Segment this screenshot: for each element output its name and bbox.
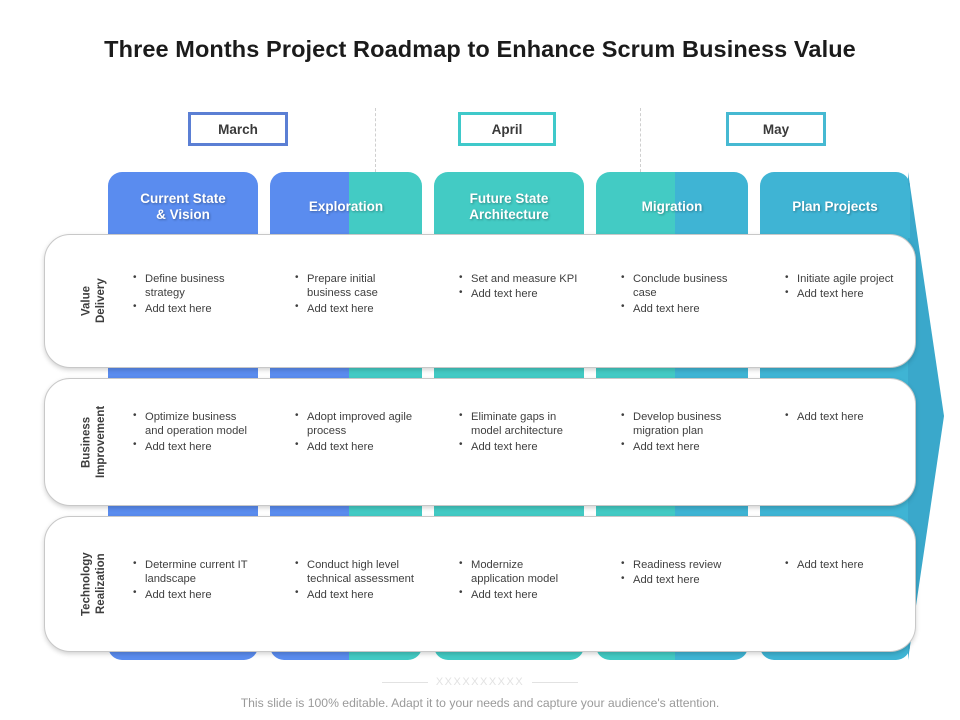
cell-technology-realization-plan-projects: Add text here	[785, 557, 905, 573]
bullet-list: Eliminate gaps in model architectureAdd …	[459, 410, 579, 454]
bullet-item: Add text here	[785, 287, 905, 301]
bullet-item: Add text here	[785, 557, 905, 572]
bullet-item: Set and measure KPI	[459, 271, 579, 286]
month-marker-march[interactable]: March	[188, 112, 288, 146]
phase-header-current-state-vision[interactable]: Current State & Vision	[108, 176, 258, 238]
phase-header-label: Exploration	[308, 198, 384, 214]
bullet-item: Add text here	[295, 439, 417, 454]
cell-value-delivery-current-state-vision: Define business strategyAdd text here	[133, 272, 253, 317]
bullet-list: Add text here	[785, 409, 905, 424]
phase-header-label: Migration	[641, 198, 703, 214]
row-label-business-improvement: Business Improvement	[80, 405, 107, 479]
bullet-list: Conduct high level technical assessmentA…	[295, 558, 417, 602]
footer-rule-left	[381, 681, 428, 683]
cell-value-delivery-migration: Conclude business caseAdd text here	[621, 272, 743, 317]
bullet-item: Conduct high level technical assessment	[295, 558, 417, 587]
bullet-item: Add text here	[621, 301, 743, 316]
bullet-item: Define business strategy	[133, 272, 253, 301]
bullet-list: Develop business migration planAdd text …	[621, 410, 743, 454]
cell-business-improvement-plan-projects: Add text here	[785, 409, 905, 425]
phase-header-future-state-architecture[interactable]: Future State Architecture	[434, 176, 584, 238]
bullet-list: Conclude business caseAdd text here	[621, 272, 743, 316]
bullet-item: Develop business migration plan	[621, 410, 743, 439]
footer-decoration-text: XXXXXXXXXX	[435, 676, 525, 688]
phase-header-label: Plan Projects	[792, 198, 878, 214]
bullet-list: Readiness reviewAdd text here	[621, 557, 743, 588]
bullet-list: Determine current IT landscapeAdd text h…	[133, 558, 253, 602]
bullet-item: Add text here	[459, 587, 579, 602]
bullet-item: Add text here	[621, 573, 743, 587]
cell-technology-realization-migration: Readiness reviewAdd text here	[621, 557, 743, 589]
footer-note: This slide is 100% editable. Adapt it to…	[240, 696, 720, 710]
bullet-item: Modernize application model	[459, 558, 579, 587]
footer-decoration: XXXXXXXXXX	[0, 676, 960, 688]
phase-header-migration[interactable]: Migration	[596, 176, 748, 238]
timeline-divider-april-may	[640, 108, 642, 218]
bullet-item: Determine current IT landscape	[133, 558, 253, 587]
month-marker-may[interactable]: May	[726, 112, 826, 146]
phase-header-exploration[interactable]: Exploration	[270, 176, 422, 238]
cell-business-improvement-current-state-vision: Optimize business and operation modelAdd…	[133, 410, 253, 455]
bullet-list: Adopt improved agile processAdd text her…	[295, 410, 417, 454]
cell-technology-realization-future-state-architecture: Modernize application modelAdd text here	[459, 558, 579, 603]
cell-business-improvement-migration: Develop business migration planAdd text …	[621, 410, 743, 455]
cell-technology-realization-exploration: Conduct high level technical assessmentA…	[295, 558, 417, 603]
bullet-list: Add text here	[785, 557, 905, 572]
cell-value-delivery-future-state-architecture: Set and measure KPIAdd text here	[459, 271, 579, 303]
bullet-list: Set and measure KPIAdd text here	[459, 271, 579, 302]
page-title: Three Months Project Roadmap to Enhance …	[104, 36, 856, 62]
phase-header-plan-projects[interactable]: Plan Projects	[760, 176, 910, 238]
bullet-item: Add text here	[133, 587, 253, 602]
bullet-list: Optimize business and operation modelAdd…	[133, 410, 253, 454]
timeline-divider-march-april	[375, 108, 377, 218]
cell-business-improvement-exploration: Adopt improved agile processAdd text her…	[295, 410, 417, 455]
bullet-item: Adopt improved agile process	[295, 410, 417, 439]
bullet-item: Add text here	[133, 301, 253, 316]
bullet-item: Eliminate gaps in model architecture	[459, 410, 579, 439]
row-label-value-delivery: Value Delivery	[80, 278, 107, 324]
bullet-item: Conclude business case	[621, 272, 743, 301]
bullet-item: Optimize business and operation model	[133, 410, 253, 439]
cell-business-improvement-future-state-architecture: Eliminate gaps in model architectureAdd …	[459, 410, 579, 455]
bullet-item: Initiate agile project	[785, 271, 905, 286]
bullet-item: Prepare initial business case	[295, 272, 417, 301]
cell-value-delivery-exploration: Prepare initial business caseAdd text he…	[295, 272, 417, 317]
bullet-item: Add text here	[459, 439, 579, 454]
month-marker-april[interactable]: April	[458, 112, 556, 146]
bullet-item: Add text here	[785, 409, 905, 424]
bullet-list: Initiate agile projectAdd text here	[785, 271, 905, 302]
bullet-item: Add text here	[295, 587, 417, 602]
cell-technology-realization-current-state-vision: Determine current IT landscapeAdd text h…	[133, 558, 253, 603]
footer-rule-right	[532, 681, 579, 683]
row-label-technology-realization: Technology Realization	[80, 552, 107, 616]
phase-header-label: Current State & Vision	[140, 190, 226, 222]
bullet-item: Add text here	[295, 301, 417, 316]
bullet-item: Readiness review	[621, 557, 743, 572]
bullet-item: Add text here	[621, 439, 743, 454]
bullet-list: Define business strategyAdd text here	[133, 272, 253, 316]
bullet-item: Add text here	[459, 287, 579, 301]
bullet-list: Prepare initial business caseAdd text he…	[295, 272, 417, 316]
bullet-item: Add text here	[133, 439, 253, 454]
bullet-list: Modernize application modelAdd text here	[459, 558, 579, 602]
cell-value-delivery-plan-projects: Initiate agile projectAdd text here	[785, 271, 905, 303]
phase-header-label: Future State Architecture	[469, 190, 549, 222]
